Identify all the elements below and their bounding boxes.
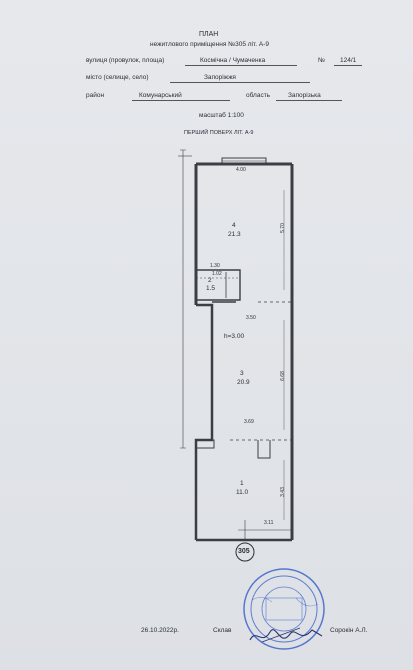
- scale-text: масштаб 1:100: [199, 112, 244, 119]
- district-label: район: [86, 92, 105, 99]
- city-value: Запоріжжя: [204, 74, 236, 81]
- floor-caption: ПЕРШИЙ ПОВЕРХ ЛІТ. А-9: [184, 130, 254, 136]
- room-2-number: 2: [208, 277, 212, 284]
- unit-number: 305: [238, 548, 250, 555]
- footer-date: 26.10.2022р.: [141, 627, 179, 634]
- dim-room3-height: 6.68: [279, 371, 286, 381]
- street-label: вулиця (провулок, площа): [86, 57, 165, 64]
- region-underline: [276, 100, 342, 101]
- room-2-area: 1.5: [206, 285, 216, 292]
- room-3-number: 3: [240, 370, 244, 377]
- dim-wc-inner: 1.02: [212, 271, 222, 277]
- room-1-area: 11.0: [236, 489, 249, 496]
- footer-drew-label: Склав: [213, 627, 232, 634]
- dim-top-width: 4.00: [236, 167, 246, 173]
- dim-room4-height: 5.70: [279, 223, 286, 233]
- dim-wc-width: 1.30: [210, 263, 220, 269]
- plan-subtitle: нежитлового приміщення №305 літ. А-9: [150, 41, 269, 48]
- room-4-number: 4: [232, 222, 236, 229]
- region-value: Запорізька: [288, 92, 321, 99]
- city-label: місто (селище, село): [86, 74, 149, 81]
- district-underline: [132, 100, 230, 101]
- ceiling-height: h=3.00: [224, 333, 245, 340]
- room-1-number: 1: [240, 480, 244, 487]
- street-underline: [185, 65, 297, 66]
- room-4-area: 21.3: [228, 231, 241, 238]
- district-value: Комунарський: [139, 92, 182, 99]
- plan-title: ПЛАН: [199, 31, 219, 38]
- street-value: Космічна / Чумаченка: [200, 57, 266, 64]
- region-label: область: [246, 92, 271, 99]
- city-underline: [170, 82, 310, 83]
- number-value: 124/1: [340, 57, 357, 64]
- dim-room1-height: 3.43: [279, 487, 286, 497]
- official-stamp: [243, 568, 325, 650]
- dim-bottom-width: 3.11: [264, 520, 274, 526]
- dim-room3-width: 3.69: [244, 419, 254, 425]
- dim-mid-width: 3.50: [246, 315, 256, 321]
- number-underline: [334, 65, 362, 66]
- footer-author: Сорокін А.Л.: [330, 627, 368, 634]
- number-label: №: [318, 57, 325, 64]
- room-3-area: 20.9: [237, 379, 250, 386]
